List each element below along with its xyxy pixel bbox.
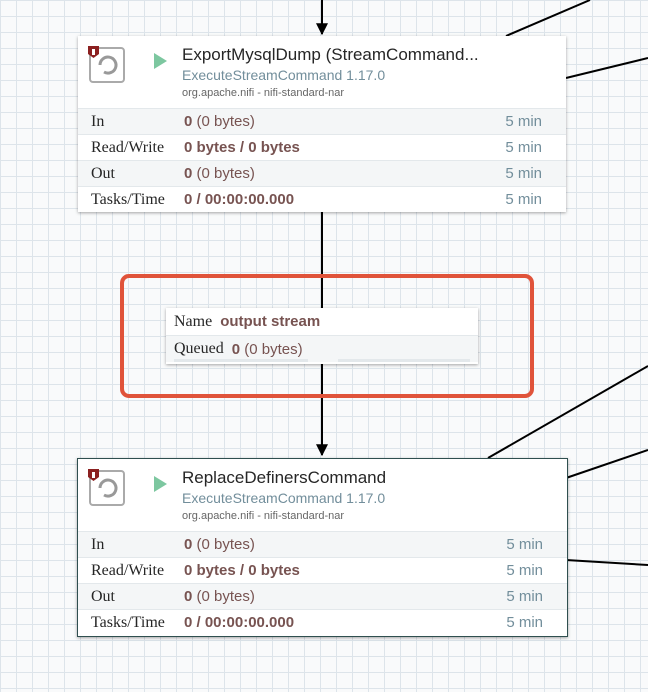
stat-value: 0 (0 bytes) [184,536,255,553]
stat-row-out: Out 0 (0 bytes) 5 min [78,160,566,186]
stat-window: 5 min [506,588,543,605]
stat-window: 5 min [505,165,542,182]
connection-line-right-2[interactable] [565,57,648,79]
processor-replace-definers-command[interactable]: ReplaceDefinersCommand ExecuteStreamComm… [77,458,568,637]
processor-type: ExecuteStreamCommand 1.17.0 [182,67,386,83]
stat-window: 5 min [505,191,542,208]
connection-queued-value: 0 (0 bytes) [231,340,303,358]
connection-line-right-5[interactable] [565,559,648,566]
stat-value: 0 bytes / 0 bytes [184,139,300,156]
stat-value: 0 (0 bytes) [184,113,255,130]
stat-row-tasks-time: Tasks/Time 0 / 00:00:00.000 5 min [78,186,566,212]
stat-row-read-write: Read/Write 0 bytes / 0 bytes 5 min [78,134,566,160]
stat-label: Out [91,587,115,605]
stat-value: 0 bytes / 0 bytes [184,562,300,579]
stat-label: Tasks/Time [91,613,165,631]
stat-value: 0 / 00:00:00.000 [184,191,295,208]
processor-bundle: org.apache.nifi - nifi-standard-nar [182,510,345,522]
stat-value: 0 (0 bytes) [184,588,255,605]
stat-row-in: In 0 (0 bytes) 5 min [78,531,567,557]
connection-queued-row: Queued 0 (0 bytes) [166,335,478,362]
stat-label: Read/Write [91,138,165,156]
queue-count-bar [174,359,308,362]
processor-bundle: org.apache.nifi - nifi-standard-nar [182,87,345,99]
stat-label: In [91,112,105,130]
stat-label: Out [91,164,115,182]
stat-value: 0 / 00:00:00.000 [184,614,295,631]
processor-export-mysql-dump[interactable]: ExportMysqlDump (StreamCommand... Execut… [78,36,566,212]
stat-row-read-write: Read/Write 0 bytes / 0 bytes 5 min [78,557,567,583]
processor-header: ReplaceDefinersCommand ExecuteStreamComm… [78,459,567,531]
stat-label: In [91,535,105,553]
running-state-icon [154,53,167,69]
stat-row-tasks-time: Tasks/Time 0 / 00:00:00.000 5 min [78,609,567,635]
connection-name: output stream [220,313,321,330]
stat-row-out: Out 0 (0 bytes) 5 min [78,583,567,609]
connection-name-row: Name output stream [166,308,478,335]
stat-row-in: In 0 (0 bytes) 5 min [78,108,566,134]
processor-name: ExportMysqlDump (StreamCommand... [182,45,479,64]
connection-line-right-3[interactable] [487,365,648,459]
connection-queued-label: Queued [174,340,224,357]
running-state-icon [154,476,167,492]
connection-line-right-4[interactable] [565,449,648,479]
processor-icon [88,46,125,83]
processor-name: ReplaceDefinersCommand [182,468,387,487]
stat-window: 5 min [506,614,543,631]
connection-line-right-1[interactable] [505,0,591,37]
connection-label-output-stream[interactable]: Name output stream Queued 0 (0 bytes) [166,308,478,364]
queue-size-bar [338,359,470,362]
stat-label: Tasks/Time [91,190,165,208]
stat-window: 5 min [505,139,542,156]
processor-icon [88,469,125,506]
processor-type: ExecuteStreamCommand 1.17.0 [182,490,386,506]
connection-name-label: Name [174,312,213,330]
stat-label: Read/Write [91,561,165,579]
stat-window: 5 min [505,113,542,130]
stat-window: 5 min [506,536,543,553]
processor-header: ExportMysqlDump (StreamCommand... Execut… [78,36,566,108]
stat-window: 5 min [506,562,543,579]
stat-value: 0 (0 bytes) [184,165,255,182]
highlight-annotation-box [120,274,534,398]
